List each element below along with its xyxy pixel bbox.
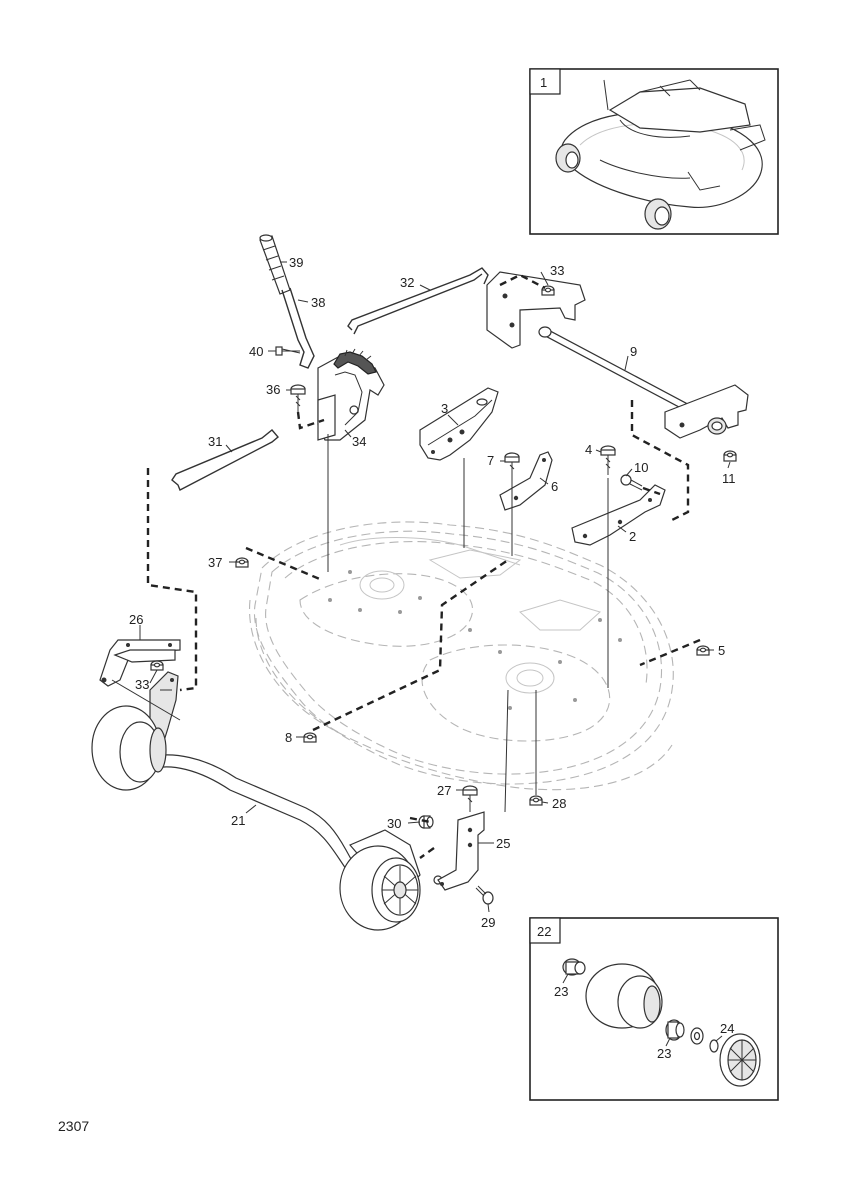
callout-34: 34 xyxy=(352,434,366,449)
part-33-nut-top xyxy=(541,285,555,296)
right-wheel xyxy=(339,845,421,931)
part-27-bolt xyxy=(462,785,478,812)
part-8-nut xyxy=(303,732,317,743)
part-25-bracket xyxy=(437,811,485,891)
part-38-lever xyxy=(281,287,315,369)
callout-30: 30 xyxy=(387,816,401,831)
part-23-bushing-left xyxy=(562,958,586,976)
callout-33-left: 33 xyxy=(135,677,149,692)
callout-32: 32 xyxy=(400,275,414,290)
part-29-bolt xyxy=(475,885,494,905)
callout-28: 28 xyxy=(552,796,566,811)
callout-39: 39 xyxy=(289,255,303,270)
callout-7: 7 xyxy=(487,453,494,468)
callout-27: 27 xyxy=(437,783,451,798)
part-32-rod xyxy=(347,267,489,331)
part-33-nut-left xyxy=(150,660,164,671)
callout-26: 26 xyxy=(129,612,143,627)
callout-leaders xyxy=(139,261,731,913)
callout-24: 24 xyxy=(720,1021,734,1036)
part-11-nut xyxy=(723,450,737,462)
mower-deck-outline xyxy=(248,521,674,791)
callout-10: 10 xyxy=(634,460,648,475)
callout-25: 25 xyxy=(496,836,510,851)
callout-36: 36 xyxy=(266,382,280,397)
hub-cap xyxy=(719,1033,761,1087)
part-9-lift-shaft xyxy=(486,271,749,439)
part-24-clip xyxy=(709,1039,719,1053)
callout-6: 6 xyxy=(551,479,558,494)
callout-33-top: 33 xyxy=(550,263,564,278)
part-28-nut xyxy=(529,795,543,806)
callout-22: 22 xyxy=(537,924,551,939)
inset-overview xyxy=(529,68,779,235)
callout-23-left: 23 xyxy=(554,984,568,999)
callout-21: 21 xyxy=(231,813,245,828)
callout-11: 11 xyxy=(722,471,736,486)
part-26-bracket xyxy=(99,639,181,687)
callout-37: 37 xyxy=(208,555,222,570)
callout-40: 40 xyxy=(249,344,263,359)
detail-wheel xyxy=(585,963,663,1029)
callout-8: 8 xyxy=(285,730,292,745)
part-6-bracket xyxy=(499,451,553,511)
washer xyxy=(690,1027,704,1045)
callout-1: 1 xyxy=(540,75,547,90)
left-wheel xyxy=(91,705,167,791)
part-34-sector-bracket xyxy=(317,348,385,441)
part-10-bolt xyxy=(620,474,643,491)
part-5-nut xyxy=(696,645,710,656)
callout-23-right: 23 xyxy=(657,1046,671,1061)
part-7-bolt xyxy=(504,452,520,478)
callout-29: 29 xyxy=(481,915,495,930)
part-31-rod xyxy=(171,429,279,491)
callout-9: 9 xyxy=(630,344,637,359)
callout-labels: 1 39 32 33 38 40 9 36 3 34 31 4 11 7 10 … xyxy=(129,75,736,1061)
part-4-bolt xyxy=(600,445,616,475)
callout-3: 3 xyxy=(441,401,448,416)
diagram-code: 2307 xyxy=(58,1118,90,1134)
part-3-bracket xyxy=(419,387,499,461)
part-39-grip xyxy=(259,234,291,295)
callout-4: 4 xyxy=(585,442,592,457)
assembly-dash-lines xyxy=(111,273,701,859)
callout-38: 38 xyxy=(311,295,325,310)
inset-wheel-detail xyxy=(529,917,779,1101)
part-2-bracket xyxy=(571,484,666,546)
part-23-bushing-right xyxy=(665,1019,685,1041)
callout-5: 5 xyxy=(718,643,725,658)
part-36-bolt xyxy=(290,384,306,412)
inset-deck-sketch xyxy=(555,79,766,230)
callout-2: 2 xyxy=(629,529,636,544)
part-40-bolt xyxy=(275,346,301,356)
callout-31: 31 xyxy=(208,434,222,449)
part-37-nut xyxy=(235,557,249,568)
